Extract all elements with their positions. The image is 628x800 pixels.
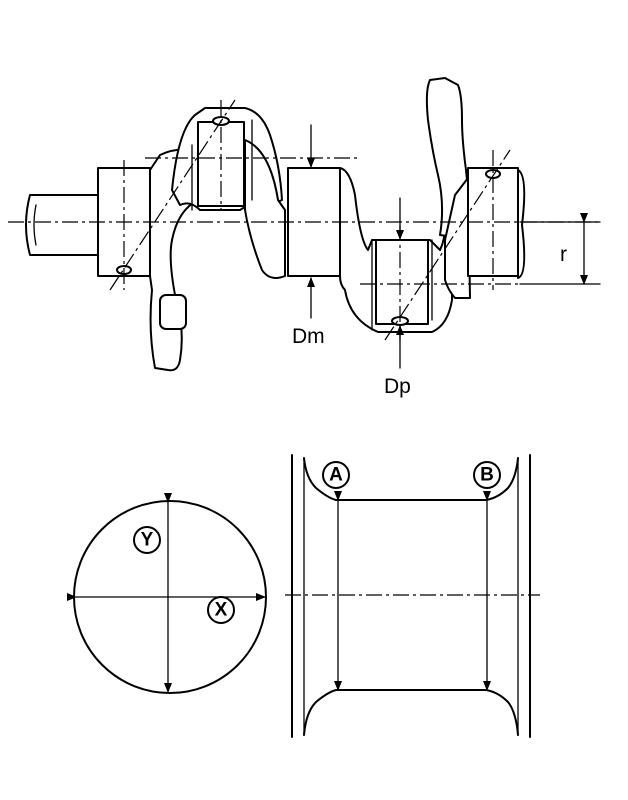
- pin-journal-label: Dp: [384, 375, 411, 398]
- point-a-badge: [322, 461, 350, 489]
- y-axis-badge: [133, 526, 161, 554]
- x-axis-label: X: [215, 600, 228, 621]
- x-axis-badge: [207, 596, 235, 624]
- main-journal-label: Dm: [292, 325, 325, 348]
- pin-journal-dimension: Dp: [384, 197, 411, 398]
- point-b-label: B: [480, 465, 494, 486]
- journal-side-view: A B: [285, 454, 540, 738]
- y-axis-label: Y: [141, 530, 154, 551]
- journal-cross-section: Y X: [67, 493, 267, 694]
- point-b-badge: [473, 461, 501, 489]
- throw-label: r: [560, 243, 567, 266]
- main-journal-dimension: Dm: [292, 124, 325, 348]
- point-a-label: A: [329, 465, 343, 486]
- crankshaft-drawing: [8, 77, 600, 372]
- throw-dimension: r: [519, 213, 601, 285]
